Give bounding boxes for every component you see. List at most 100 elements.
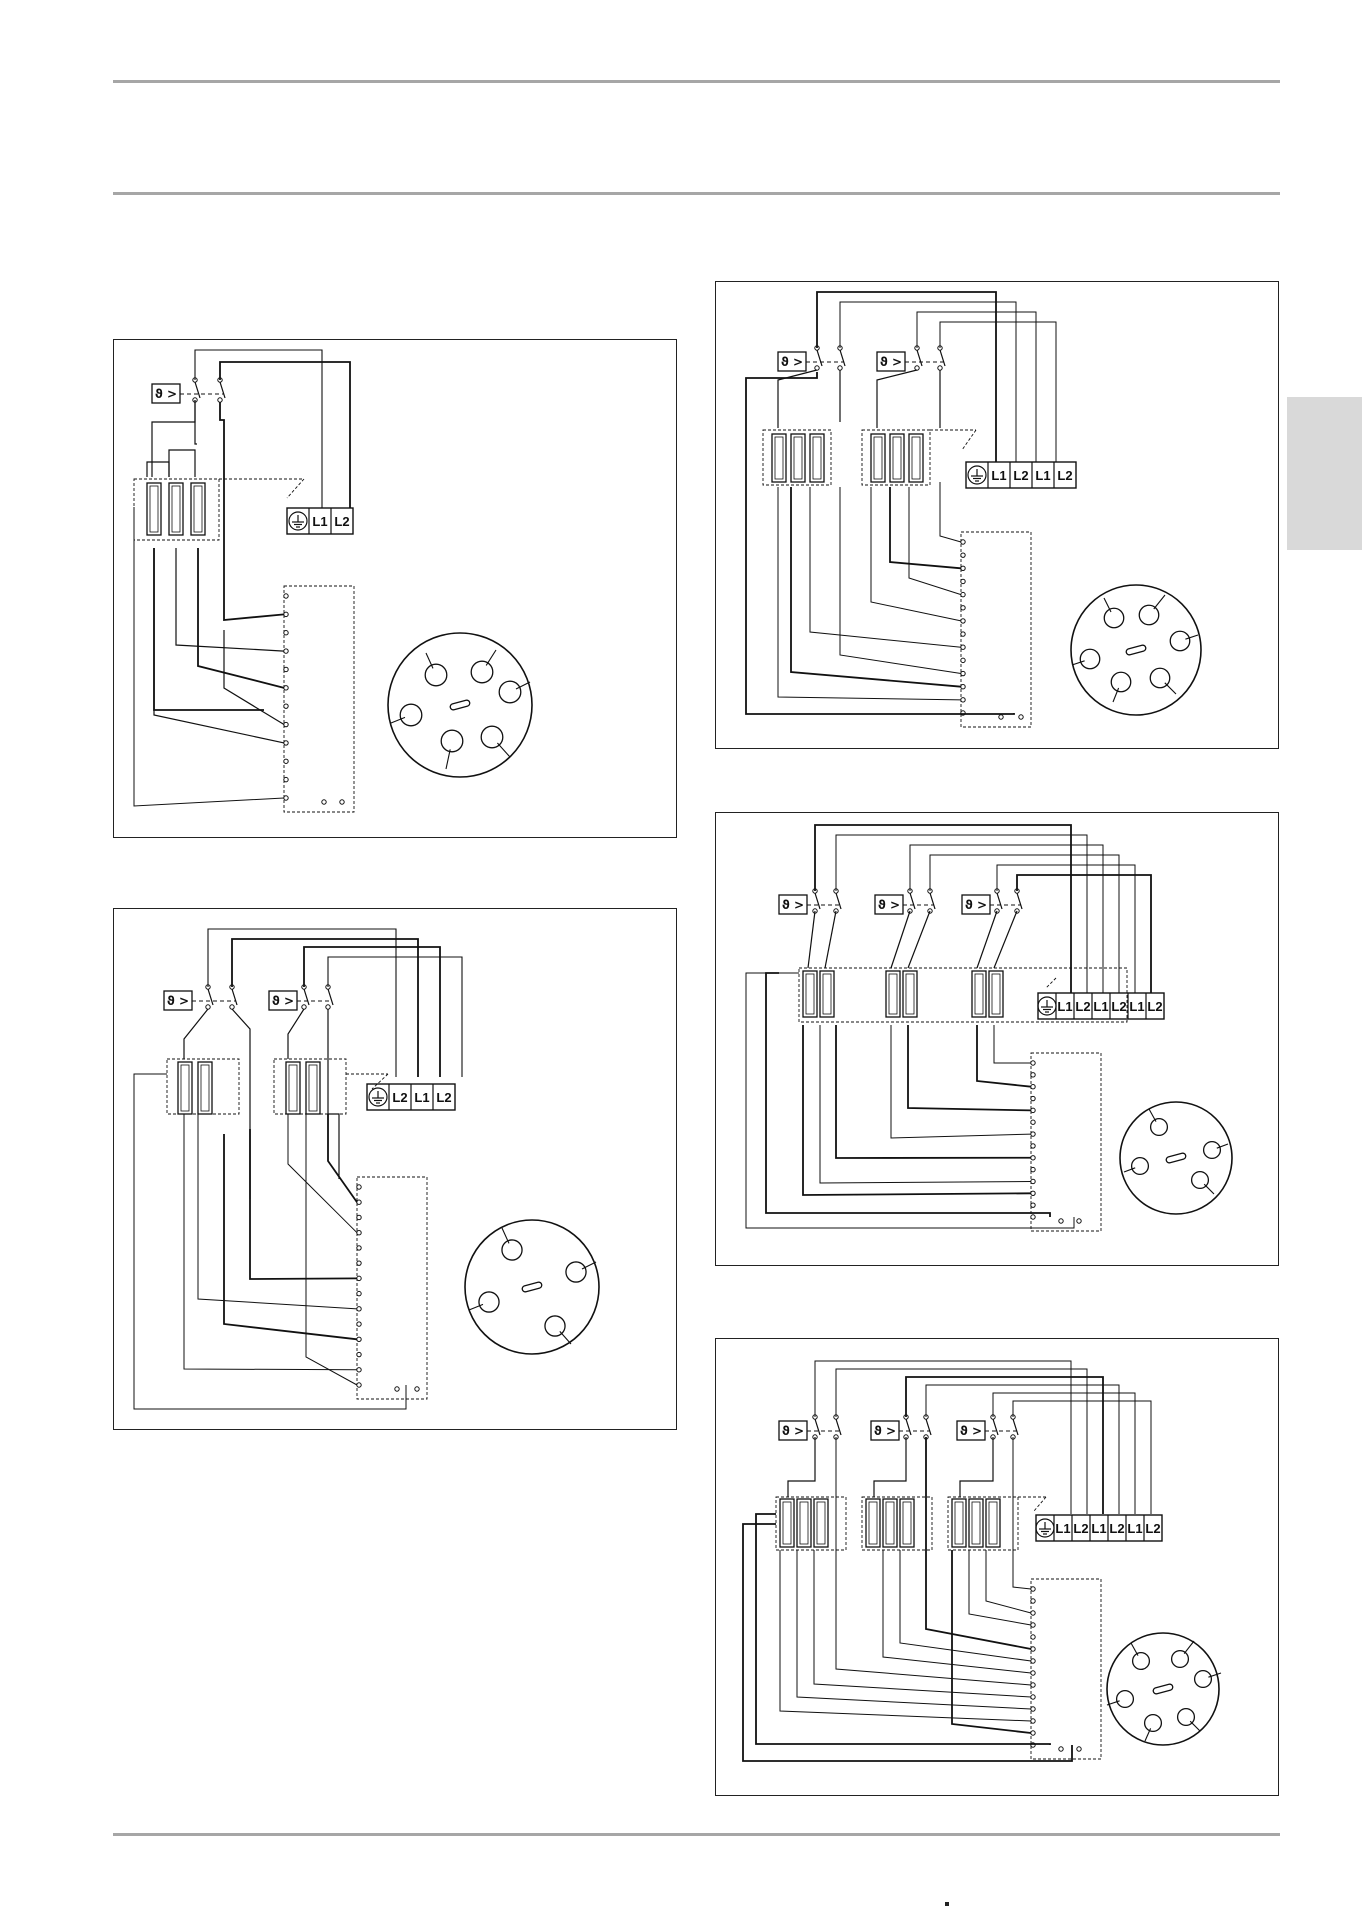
strip-terminal <box>1077 1747 1081 1751</box>
strip-terminal <box>284 594 288 598</box>
strip-terminal <box>284 612 288 616</box>
socket-key <box>1166 1153 1187 1164</box>
wire <box>250 1129 357 1279</box>
strip-terminal <box>1031 1073 1035 1077</box>
switch-blade <box>836 1419 841 1435</box>
heating-element <box>952 1499 966 1547</box>
socket-pin <box>479 1292 499 1312</box>
heating-element <box>780 1499 794 1547</box>
strip-terminal <box>357 1337 361 1341</box>
wire <box>994 911 1017 968</box>
thermostat-label: ϑ > <box>960 1424 982 1438</box>
thermostat-label: ϑ > <box>167 994 189 1008</box>
wire <box>288 1114 357 1233</box>
heater-frame-link <box>1034 1497 1046 1511</box>
wire <box>232 939 418 1077</box>
terminal-label-l2: L2 <box>334 514 349 529</box>
wire <box>891 911 910 968</box>
wire <box>814 1550 1031 1697</box>
heating-element <box>986 1499 1000 1547</box>
switch-blade <box>815 1419 820 1435</box>
thermostat-label: ϑ > <box>874 1424 896 1438</box>
heating-element-core <box>992 974 1000 1014</box>
switch-contact <box>838 366 842 370</box>
switch-contact <box>326 1005 330 1009</box>
switch-blade <box>232 989 237 1005</box>
heating-element <box>866 1499 880 1547</box>
strip-terminal <box>961 553 965 557</box>
strip-terminal <box>961 619 965 623</box>
heating-element-core <box>912 437 920 479</box>
strip-terminal <box>284 777 288 781</box>
thermostat-label: ϑ > <box>878 898 900 912</box>
strip-terminal <box>357 1276 361 1280</box>
switch-blade <box>836 893 841 909</box>
strip-terminal <box>357 1322 361 1326</box>
switch-blade <box>304 989 309 1005</box>
strip-terminal <box>284 667 288 671</box>
thermostat-label: ϑ > <box>782 1424 804 1438</box>
switch-blade <box>926 1419 931 1435</box>
heating-element <box>886 971 900 1017</box>
wire <box>926 1385 1119 1514</box>
wire <box>909 487 961 595</box>
wire <box>788 1437 815 1497</box>
strip-terminal <box>357 1352 361 1356</box>
wire <box>815 825 1071 993</box>
terminal-strip <box>1031 1579 1101 1759</box>
socket-outline <box>388 633 532 777</box>
heating-element-core <box>869 1502 877 1544</box>
wire <box>817 292 996 462</box>
strip-terminal <box>999 715 1003 719</box>
heater-frame-link <box>1046 978 1056 988</box>
socket-outline <box>465 1220 599 1354</box>
wire <box>134 507 284 806</box>
socket-pin <box>400 704 422 726</box>
socket-pin <box>1111 672 1131 692</box>
diagram-1-svg: ϑ >L1L2 <box>114 340 678 839</box>
switch-blade <box>917 350 922 366</box>
strip-terminal <box>961 606 965 610</box>
socket-outline <box>1107 1633 1219 1745</box>
heating-element-core <box>806 974 814 1014</box>
switch-contact <box>218 398 222 402</box>
socket-pin <box>545 1316 565 1336</box>
wire <box>224 1134 357 1339</box>
strip-terminal <box>284 722 288 726</box>
strip-terminal <box>357 1291 361 1295</box>
heating-element-core <box>903 1502 911 1544</box>
socket-pin <box>471 661 493 683</box>
switch-contact <box>206 1005 210 1009</box>
wire <box>328 1114 357 1202</box>
terminal-strip <box>961 532 1031 727</box>
strip-terminal <box>357 1230 361 1234</box>
heating-element-core <box>889 974 897 1014</box>
wire <box>220 402 284 620</box>
socket-key <box>1126 645 1147 656</box>
terminal-label-l1: L1 <box>414 1090 429 1105</box>
wire <box>871 487 961 621</box>
strip-terminal <box>1031 1215 1035 1219</box>
strip-terminal <box>1031 1084 1035 1088</box>
socket-pin-leader <box>1072 661 1085 665</box>
wire <box>940 322 1056 462</box>
wire <box>883 1550 1031 1673</box>
strip-terminal <box>395 1387 399 1391</box>
socket-pin-leader <box>1185 635 1198 639</box>
heating-element <box>791 434 805 482</box>
heating-element-core <box>309 1065 317 1111</box>
wire <box>147 462 169 477</box>
wire <box>232 1009 250 1199</box>
strip-terminal <box>1031 1587 1035 1591</box>
socket-pin-leader <box>497 743 510 757</box>
diagram-5-svg: ϑ >ϑ >ϑ >L1L2L1L2L1L2 <box>716 1339 1280 1797</box>
socket-pin <box>1170 631 1190 651</box>
terminal-label-l2: L2 <box>436 1090 451 1105</box>
heating-element <box>900 1499 914 1547</box>
thermostat-label: ϑ > <box>880 355 902 369</box>
wire <box>780 1550 1031 1721</box>
socket-pin-leader <box>446 749 450 769</box>
heating-element <box>814 1499 828 1547</box>
terminal-label-l1: L1 <box>1035 468 1050 483</box>
